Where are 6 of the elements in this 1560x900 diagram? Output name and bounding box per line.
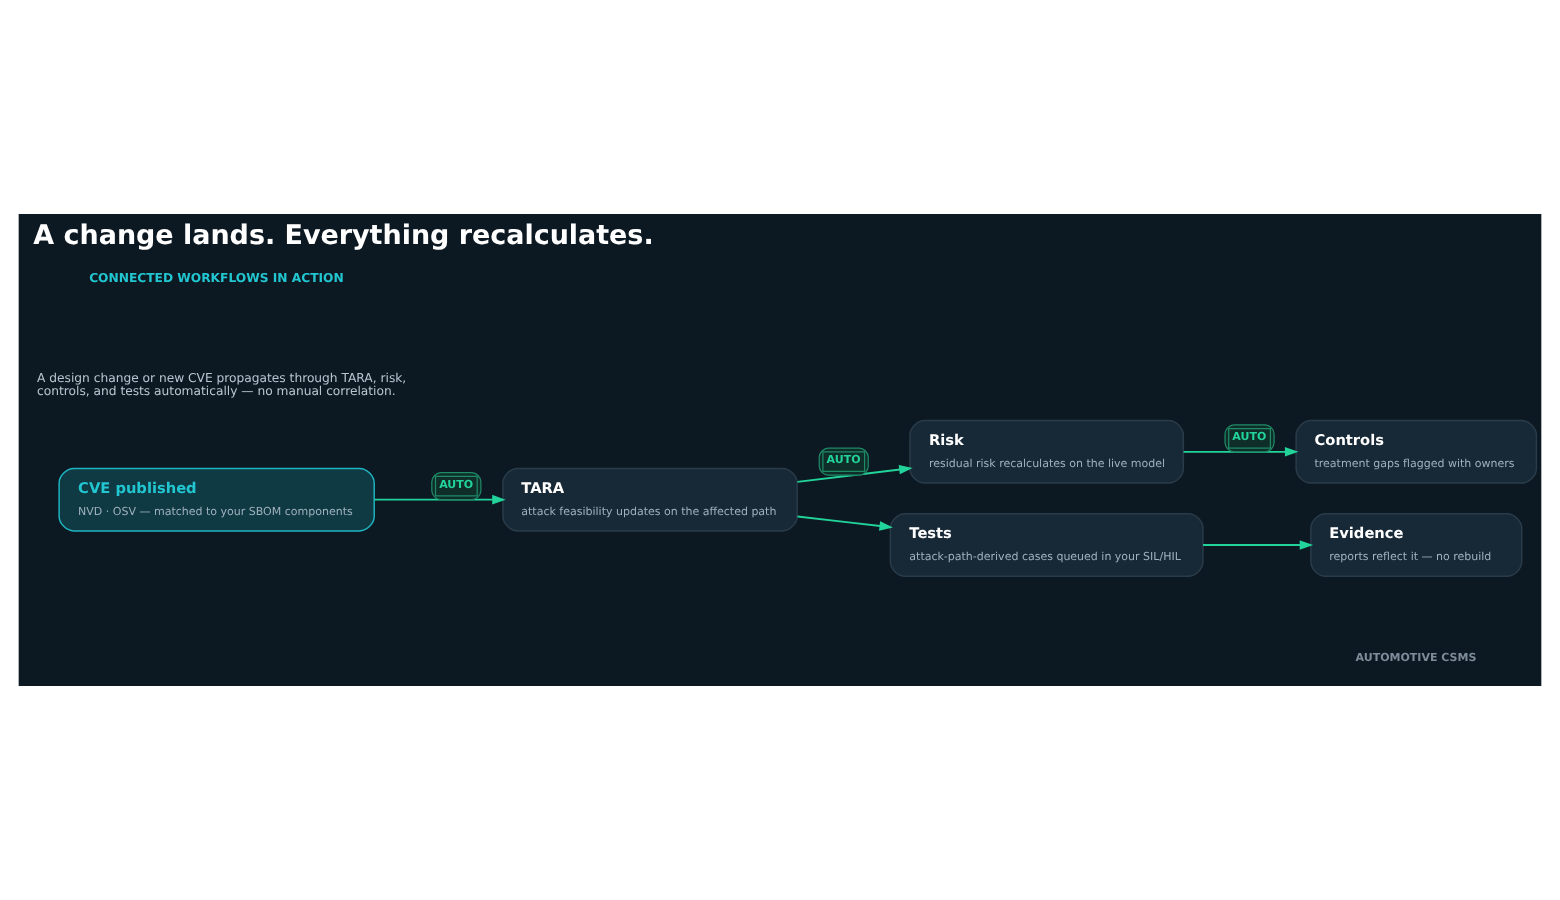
arrow — [373, 494, 506, 505]
arrow — [1202, 540, 1314, 550]
arrow — [796, 464, 913, 483]
arrow — [1182, 447, 1299, 457]
diagram-title: A change lands. Everything recalculates. — [33, 220, 654, 253]
arrow — [796, 515, 893, 531]
